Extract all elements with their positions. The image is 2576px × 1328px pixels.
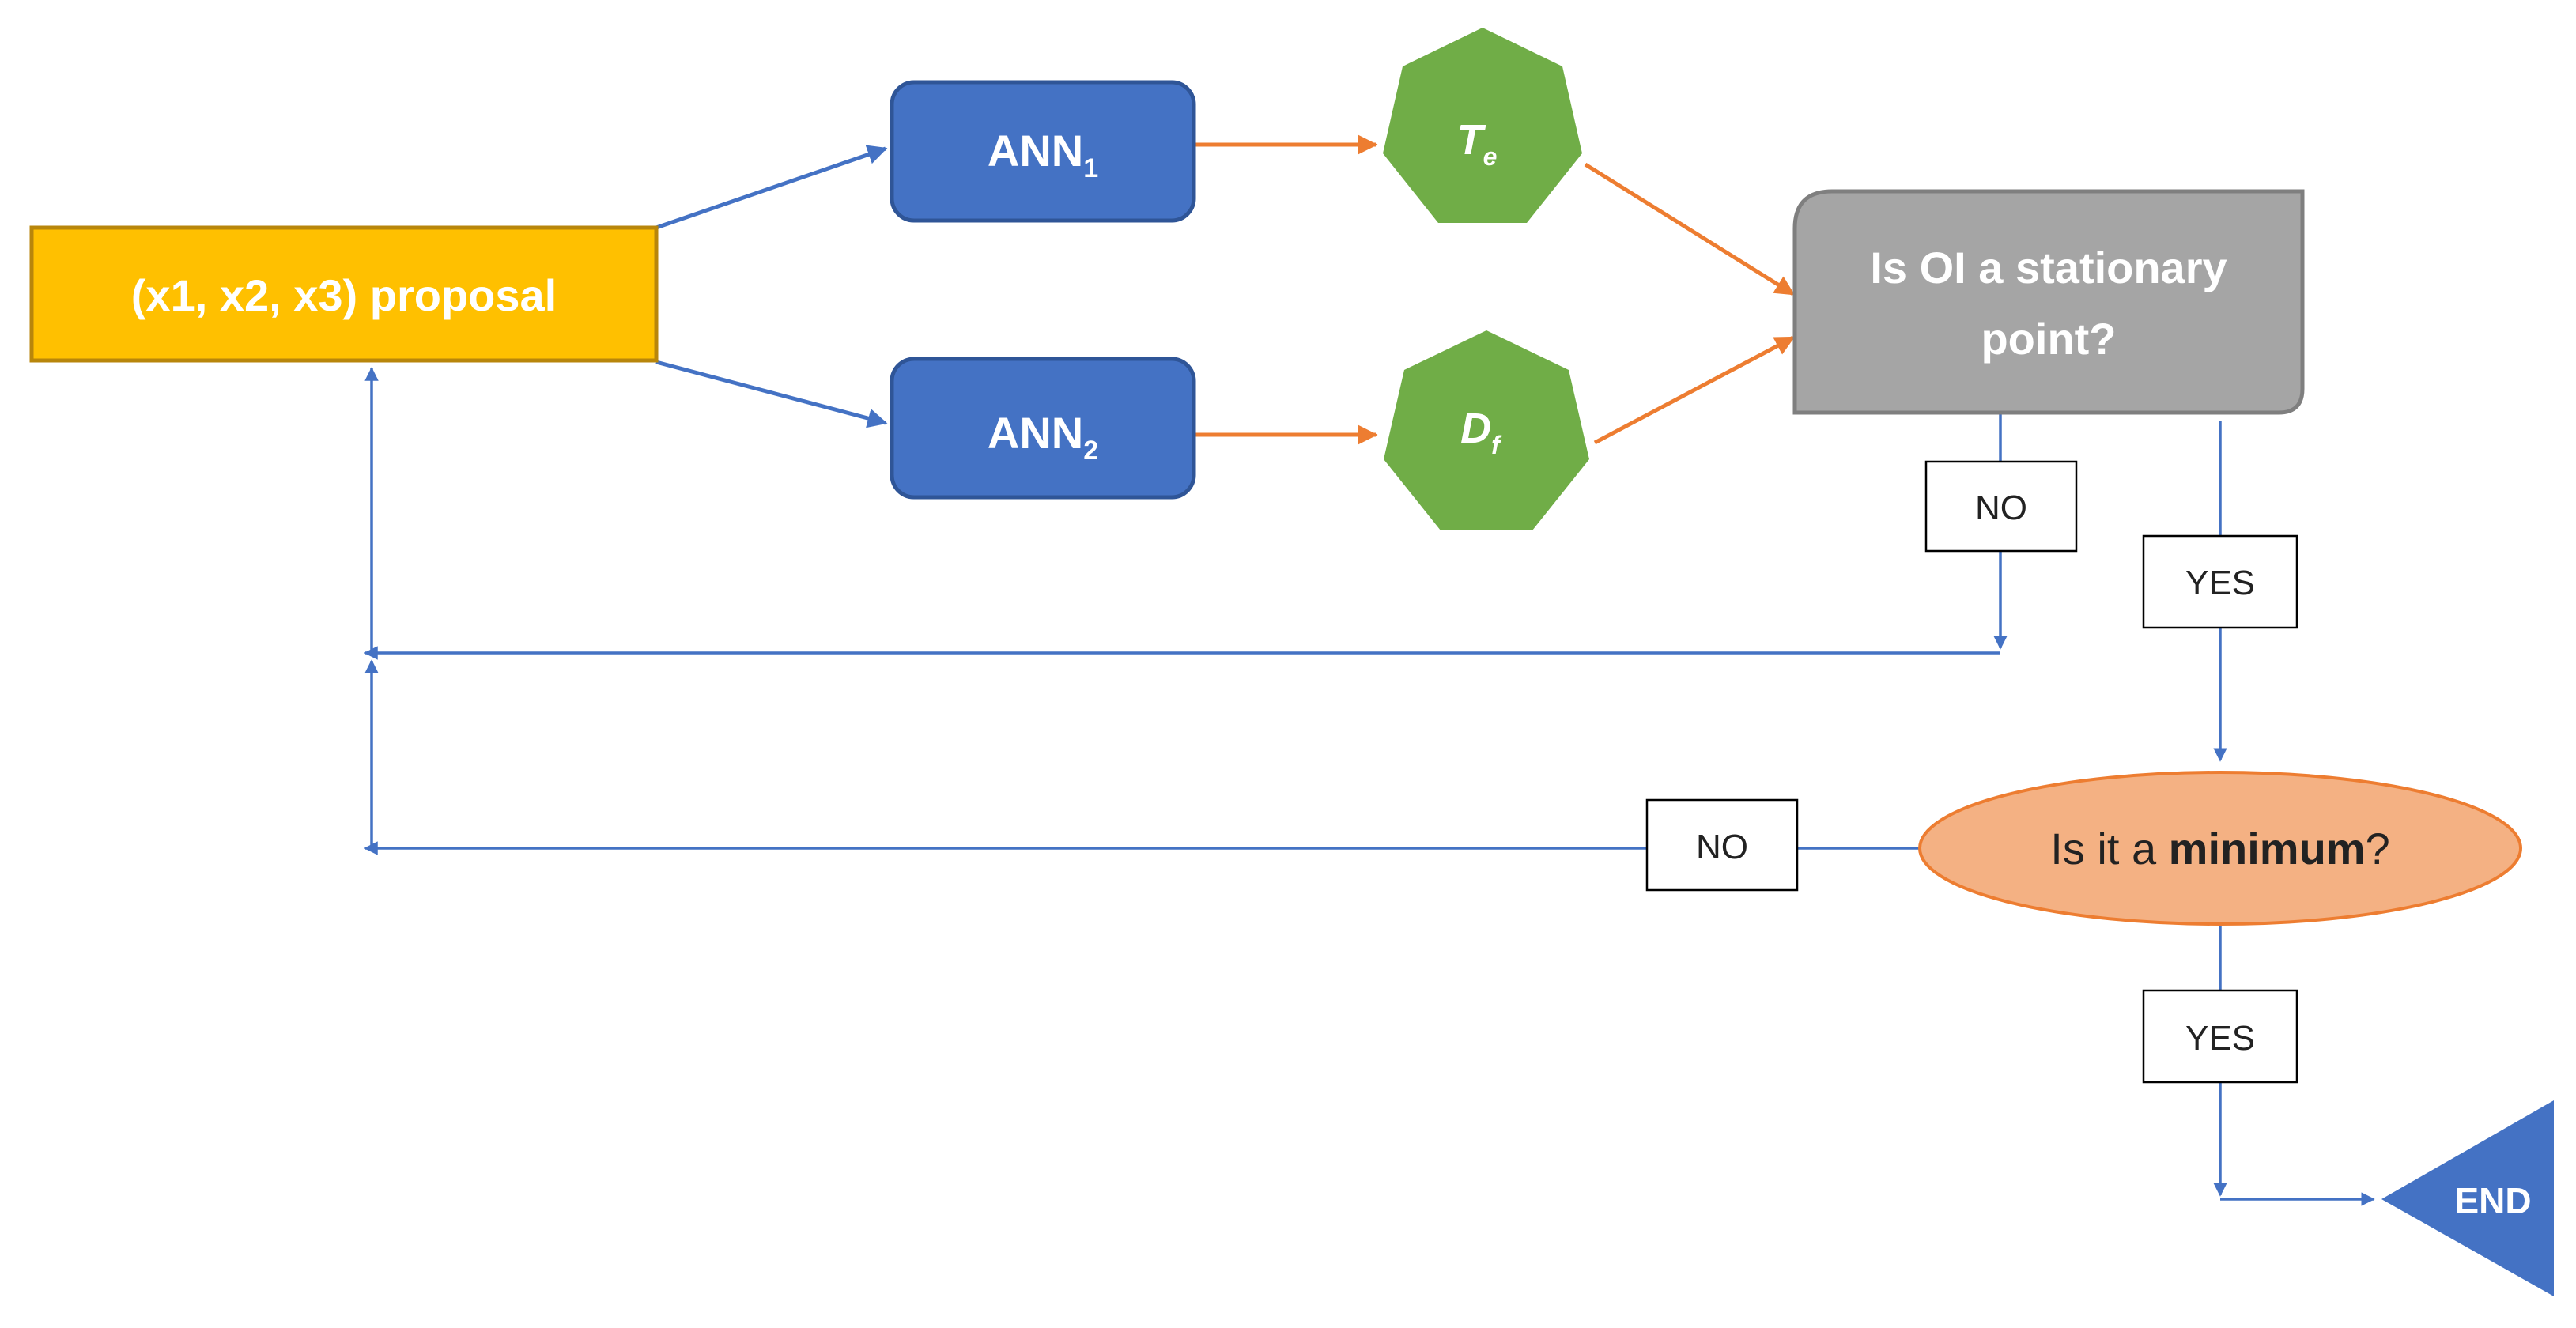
df-node: Df <box>1384 330 1589 530</box>
connector-df-decision <box>1593 335 1796 445</box>
label-stationary-no-text: NO <box>1975 489 2027 527</box>
ann1-node: ANN1 <box>890 80 1196 223</box>
label-minimum-no-text: NO <box>1696 828 1748 866</box>
minimum-decision-node: Is it a minimum? <box>1918 771 2522 926</box>
label-minimum-no: NO <box>1645 798 1799 892</box>
df-subscript: f <box>1491 431 1502 459</box>
minimum-prefix: Is it a <box>2050 824 2168 873</box>
svg-text:Te: Te <box>1457 116 1498 171</box>
label-minimum-yes-text: YES <box>2185 1019 2255 1058</box>
ann1-label: ANN <box>988 126 1083 175</box>
ann2-label: ANN <box>988 408 1083 458</box>
ann1-subscript: 1 <box>1083 153 1098 183</box>
ann2-subscript: 2 <box>1083 436 1098 466</box>
label-minimum-yes: YES <box>2142 989 2298 1084</box>
label-stationary-no: NO <box>1924 460 2078 553</box>
label-stationary-yes-text: YES <box>2185 564 2255 602</box>
end-label: END <box>2454 1180 2531 1221</box>
minimum-bold: minimum <box>2169 824 2366 873</box>
df-label: D <box>1460 405 1491 452</box>
stationary-line1: Is OI a stationary <box>1870 243 2227 292</box>
te-label: T <box>1457 116 1486 164</box>
te-subscript: e <box>1483 142 1498 171</box>
proposal-node: (x1, x2, x3) proposal <box>29 225 659 363</box>
svg-text:ANN2: ANN2 <box>988 408 1098 466</box>
label-stationary-yes: YES <box>2142 534 2298 629</box>
end-node: END <box>2381 1100 2554 1296</box>
connector-proposal-ann2 <box>655 360 888 428</box>
te-node: Te <box>1383 28 1582 223</box>
svg-text:ANN1: ANN1 <box>988 126 1098 183</box>
proposal-label: (x1, x2, x3) proposal <box>131 270 557 320</box>
minimum-suffix: ? <box>2366 824 2390 873</box>
svg-text:Is it a minimum?: Is it a minimum? <box>2050 824 2389 873</box>
stationary-line2: point? <box>1981 314 2116 364</box>
ann2-node: ANN2 <box>890 357 1196 500</box>
svg-text:Df: Df <box>1460 405 1502 459</box>
connector-te-decision <box>1584 162 1796 296</box>
connector-proposal-ann1 <box>655 145 888 230</box>
stationary-decision-node: Is OI a stationary point? <box>1792 189 2305 415</box>
